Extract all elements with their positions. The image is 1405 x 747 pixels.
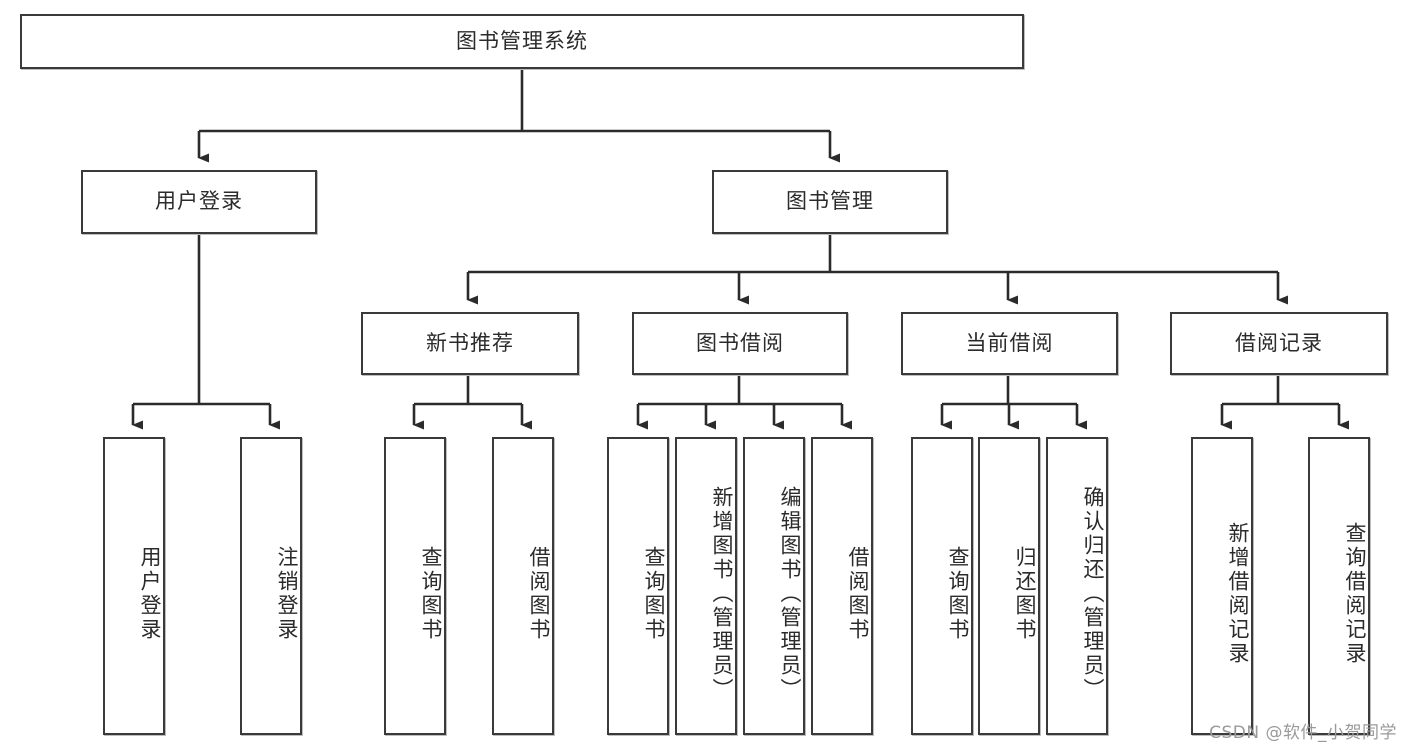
leaf-user-login-label: 用户登录 (138, 546, 162, 642)
node-book-borrow-label: 图书借阅 (696, 330, 784, 355)
leaf-confirm-return-admin[interactable]: 确认归还（管理员） (1046, 437, 1108, 735)
leaf-add-borrow-record-label: 新增借阅记录 (1226, 522, 1250, 666)
leaf-query-borrow-record[interactable]: 查询借阅记录 (1308, 437, 1370, 735)
leaf-query-book-1[interactable]: 查询图书 (384, 437, 446, 735)
node-new-book-recommend[interactable]: 新书推荐 (361, 312, 579, 375)
leaf-confirm-return-admin-label: 确认归还（管理员） (1081, 486, 1105, 702)
leaf-query-borrow-record-label: 查询借阅记录 (1343, 522, 1367, 666)
leaf-query-book-3[interactable]: 查询图书 (911, 437, 973, 735)
leaf-borrow-book-1-label: 借阅图书 (527, 546, 551, 642)
leaf-user-login[interactable]: 用户登录 (103, 437, 165, 735)
leaf-logout-login[interactable]: 注销登录 (240, 437, 302, 735)
node-current-borrow-label: 当前借阅 (965, 330, 1054, 355)
leaf-query-book-2-label: 查询图书 (642, 546, 666, 642)
leaf-borrow-book-2[interactable]: 借阅图书 (811, 437, 873, 735)
node-user-login-label: 用户登录 (155, 189, 243, 214)
leaf-edit-book-admin-label: 编辑图书（管理员） (778, 486, 802, 702)
node-borrow-record-label: 借阅记录 (1235, 330, 1323, 355)
node-book-manage[interactable]: 图书管理 (712, 170, 948, 234)
leaf-borrow-book-1[interactable]: 借阅图书 (492, 437, 554, 735)
leaf-add-borrow-record[interactable]: 新增借阅记录 (1191, 437, 1253, 735)
csdn-watermark: CSDN @软件_小贺同学 (1209, 723, 1397, 743)
leaf-query-book-2[interactable]: 查询图书 (607, 437, 669, 735)
node-current-borrow[interactable]: 当前借阅 (901, 312, 1118, 375)
node-borrow-record[interactable]: 借阅记录 (1170, 312, 1388, 375)
leaf-query-book-3-label: 查询图书 (946, 546, 970, 642)
leaf-return-book[interactable]: 归还图书 (978, 437, 1040, 735)
leaf-return-book-label: 归还图书 (1013, 546, 1037, 642)
node-user-login[interactable]: 用户登录 (81, 170, 317, 234)
node-book-borrow[interactable]: 图书借阅 (632, 312, 848, 375)
leaf-logout-login-label: 注销登录 (275, 546, 299, 642)
leaf-add-book-admin[interactable]: 新增图书（管理员） (675, 437, 737, 735)
node-new-book-recommend-label: 新书推荐 (426, 330, 514, 355)
node-root-system[interactable]: 图书管理系统 (20, 14, 1024, 69)
leaf-add-book-admin-label: 新增图书（管理员） (710, 486, 734, 702)
node-book-manage-label: 图书管理 (786, 189, 874, 214)
node-root-system-label: 图书管理系统 (456, 28, 588, 53)
leaf-edit-book-admin[interactable]: 编辑图书（管理员） (743, 437, 805, 735)
leaf-query-book-1-label: 查询图书 (419, 546, 443, 642)
leaf-borrow-book-2-label: 借阅图书 (846, 546, 870, 642)
